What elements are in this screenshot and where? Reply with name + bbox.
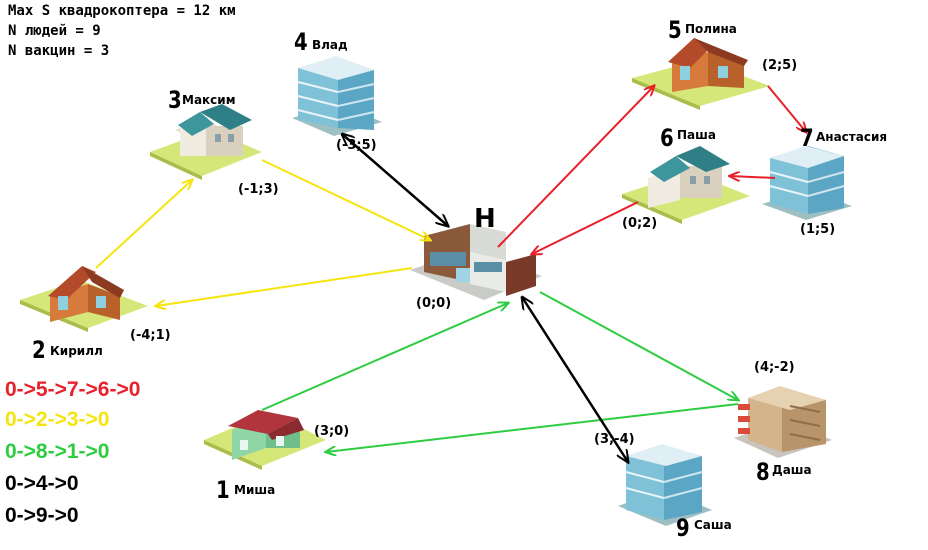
building-8-illustration bbox=[734, 386, 832, 458]
hub-label: H bbox=[474, 204, 496, 234]
node-7-coord: (1;5) bbox=[800, 222, 836, 237]
hub-building-illustration bbox=[410, 224, 542, 300]
node-9-number: 9 bbox=[676, 514, 690, 542]
tower-9-illustration bbox=[618, 444, 712, 526]
arrow-6-to-0 bbox=[532, 201, 639, 254]
tower-4-illustration bbox=[292, 56, 382, 136]
info-max-distance: Max S квадрокоптера = 12 км bbox=[8, 3, 236, 19]
node-5-number: 5 bbox=[668, 16, 682, 44]
route-yellow-label: 0->2->3->0 bbox=[5, 408, 110, 431]
node-9-name: Саша bbox=[694, 518, 732, 532]
node-2-coord: (-4;1) bbox=[130, 328, 171, 343]
hub-coord: (0;0) bbox=[416, 296, 452, 311]
node-6-coord: (0;2) bbox=[622, 216, 658, 231]
route-red-label: 0->5->7->6->0 bbox=[5, 378, 141, 401]
node-3-coord: (-1;3) bbox=[238, 182, 279, 197]
node-2-name: Кирилл bbox=[50, 344, 103, 358]
house-2-illustration bbox=[20, 266, 148, 332]
node-7-number: 7 bbox=[800, 124, 814, 152]
arrow-1-to-0 bbox=[261, 303, 508, 411]
info-people-count: N людей = 9 bbox=[8, 23, 101, 39]
node-7-name: Анастасия bbox=[816, 130, 888, 144]
node-5-name: Полина bbox=[685, 22, 737, 36]
node-4-number: 4 bbox=[294, 28, 308, 56]
route-black-arrows bbox=[342, 134, 628, 462]
route-red-arrows bbox=[497, 85, 806, 254]
node-3-name: Максим bbox=[182, 93, 236, 107]
node-3-number: 3 bbox=[168, 86, 182, 114]
node-1-number: 1 bbox=[216, 476, 230, 504]
arrow-3-to-0 bbox=[261, 159, 430, 240]
route-black-9-label: 0->9->0 bbox=[5, 504, 79, 527]
node-8-number: 8 bbox=[756, 458, 770, 486]
arrow-0-4 bbox=[342, 134, 448, 226]
route-green-label: 0->8->1->0 bbox=[5, 440, 110, 463]
arrow-2-to-3 bbox=[95, 180, 192, 269]
arrow-0-to-2 bbox=[156, 267, 413, 306]
node-2-number: 2 bbox=[32, 336, 46, 364]
arrow-5-to-7 bbox=[767, 85, 806, 132]
arrow-0-9 bbox=[522, 297, 628, 462]
house-3-illustration bbox=[150, 104, 262, 180]
house-1-illustration bbox=[204, 410, 326, 470]
node-5-coord: (2;5) bbox=[762, 58, 798, 73]
arrow-8-to-1 bbox=[326, 403, 739, 452]
node-1-coord: (3;0) bbox=[314, 424, 350, 439]
node-1-name: Миша bbox=[234, 483, 276, 497]
node-4-name: Влад bbox=[312, 38, 348, 52]
arrow-7-to-6 bbox=[730, 176, 776, 178]
node-4-coord: (-3;5) bbox=[336, 138, 377, 153]
arrow-0-to-5 bbox=[497, 86, 654, 248]
node-9-coord: (3;-4) bbox=[594, 432, 635, 447]
node-6-name: Паша bbox=[677, 128, 716, 142]
node-8-name: Даша bbox=[772, 463, 812, 477]
house-5-illustration bbox=[632, 38, 770, 110]
route-black-4-label: 0->4->0 bbox=[5, 472, 79, 495]
house-6-illustration bbox=[622, 146, 750, 224]
node-8-coord: (4;-2) bbox=[754, 360, 795, 375]
arrow-0-to-8 bbox=[539, 291, 738, 400]
info-vaccine-count: N вакцин = 3 bbox=[8, 43, 110, 59]
node-6-number: 6 bbox=[660, 124, 674, 152]
tower-7-illustration bbox=[762, 146, 852, 220]
